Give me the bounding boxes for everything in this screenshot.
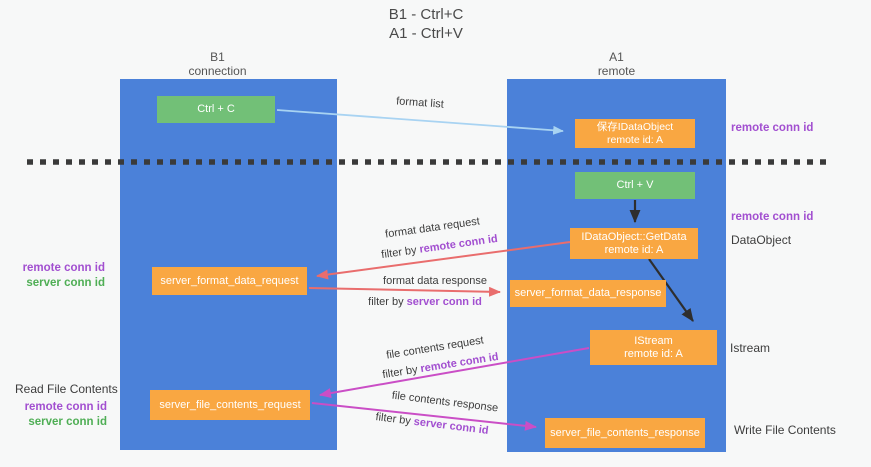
save-dataobject-line2: remote id: A bbox=[606, 133, 664, 146]
arrow-format-data-request bbox=[316, 241, 571, 280]
remote-conn-id-text: remote conn id bbox=[24, 401, 107, 413]
server-conn-id-text: server conn id bbox=[28, 416, 107, 428]
server-file-contents-request-label: server_file_contents_request bbox=[159, 398, 301, 411]
node-idataobject-getdata: IDataObject::GetData remote id: A bbox=[570, 228, 698, 259]
server-format-data-response-label: server_format_data_response bbox=[514, 287, 662, 299]
annotation-remote-conn-id-mid: remote conn id bbox=[731, 211, 814, 223]
server-file-contents-response-label: server_file_contents_response bbox=[550, 426, 700, 439]
lane-b1-subtitle: connection bbox=[188, 64, 247, 78]
annotation-remote-conn-id-top: remote conn id bbox=[731, 122, 814, 134]
arrow-file-contents-request bbox=[319, 347, 590, 399]
annotation-write-file-contents: Write File Contents bbox=[734, 423, 836, 437]
annotation-istream: Istream bbox=[730, 341, 771, 355]
title-line-1: B1 - Ctrl+C bbox=[388, 6, 464, 23]
node-server-file-contents-request: server_file_contents_request bbox=[150, 390, 310, 420]
arrow-file-contents-response bbox=[311, 402, 537, 431]
node-istream: IStream remote id: A bbox=[590, 330, 717, 365]
server-conn-id-text: server conn id bbox=[406, 296, 482, 308]
lane-b1-name: B1 bbox=[210, 50, 225, 64]
lane-header-b1: B1 connection bbox=[110, 50, 325, 78]
title-line-2: A1 - Ctrl+V bbox=[389, 25, 463, 42]
istream-line2: remote id: A bbox=[624, 347, 683, 360]
node-ctrl-v: Ctrl + V bbox=[575, 172, 695, 199]
diagram-title: B1 - Ctrl+C A1 - Ctrl+V bbox=[306, 5, 546, 43]
node-ctrl-c: Ctrl + C bbox=[157, 96, 275, 123]
ctrl-c-label: Ctrl + C bbox=[197, 103, 235, 115]
node-save-dataobject: 保存IDataObject remote id: A bbox=[575, 119, 695, 148]
istream-line1: IStream bbox=[634, 334, 673, 347]
server-conn-id-text: server conn id bbox=[26, 277, 105, 289]
annotation-dataobject: DataObject bbox=[731, 233, 792, 247]
label-format-data-response: format data response bbox=[383, 275, 487, 287]
node-server-file-contents-response: server_file_contents_response bbox=[545, 418, 705, 448]
lane-b1-connection bbox=[120, 79, 337, 450]
remote-conn-id-text: remote conn id bbox=[22, 262, 105, 274]
annotation-left-mid-conn-ids: remote conn id server conn id bbox=[15, 261, 105, 291]
server-format-data-request-label: server_format_data_request bbox=[160, 274, 299, 287]
getdata-line1: IDataObject::GetData bbox=[581, 230, 687, 243]
annotation-left-bottom-conn-ids: remote conn id server conn id bbox=[15, 400, 107, 430]
filter-by-text: filter by bbox=[368, 296, 407, 308]
lane-header-a1: A1 remote bbox=[509, 50, 724, 78]
lane-a1-name: A1 bbox=[609, 50, 624, 64]
node-server-format-data-response: server_format_data_response bbox=[510, 280, 666, 307]
save-dataobject-line1: 保存IDataObject bbox=[596, 120, 674, 133]
arrow-format-list bbox=[276, 109, 564, 135]
lane-a1-subtitle: remote bbox=[597, 64, 636, 78]
annotation-read-file-contents: Read File Contents bbox=[15, 382, 118, 396]
getdata-line2: remote id: A bbox=[604, 243, 664, 256]
label-format-data-response-filter: filter by server conn id bbox=[350, 296, 500, 308]
ctrl-v-label: Ctrl + V bbox=[616, 179, 654, 191]
node-server-format-data-request: server_format_data_request bbox=[152, 267, 307, 295]
arrow-format-data-response bbox=[308, 286, 501, 297]
arrow-getdata-to-istream bbox=[648, 258, 694, 322]
